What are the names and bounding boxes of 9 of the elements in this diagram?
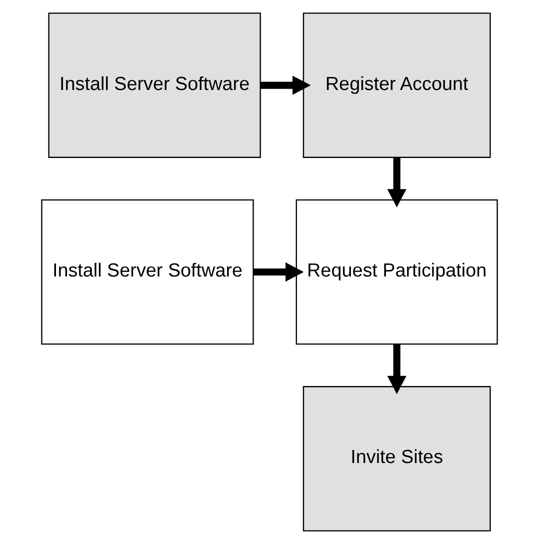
node-box: Register Account [302, 12, 490, 158]
arrow [386, 158, 406, 208]
node-box: Invite Sites [302, 386, 490, 532]
node-box: Install Server Software [48, 12, 260, 158]
arrow [260, 76, 310, 95]
node-box: Install Server Software [40, 199, 254, 345]
arrow [386, 344, 406, 394]
arrow [253, 262, 304, 282]
node-box: Request Participation [295, 199, 498, 345]
